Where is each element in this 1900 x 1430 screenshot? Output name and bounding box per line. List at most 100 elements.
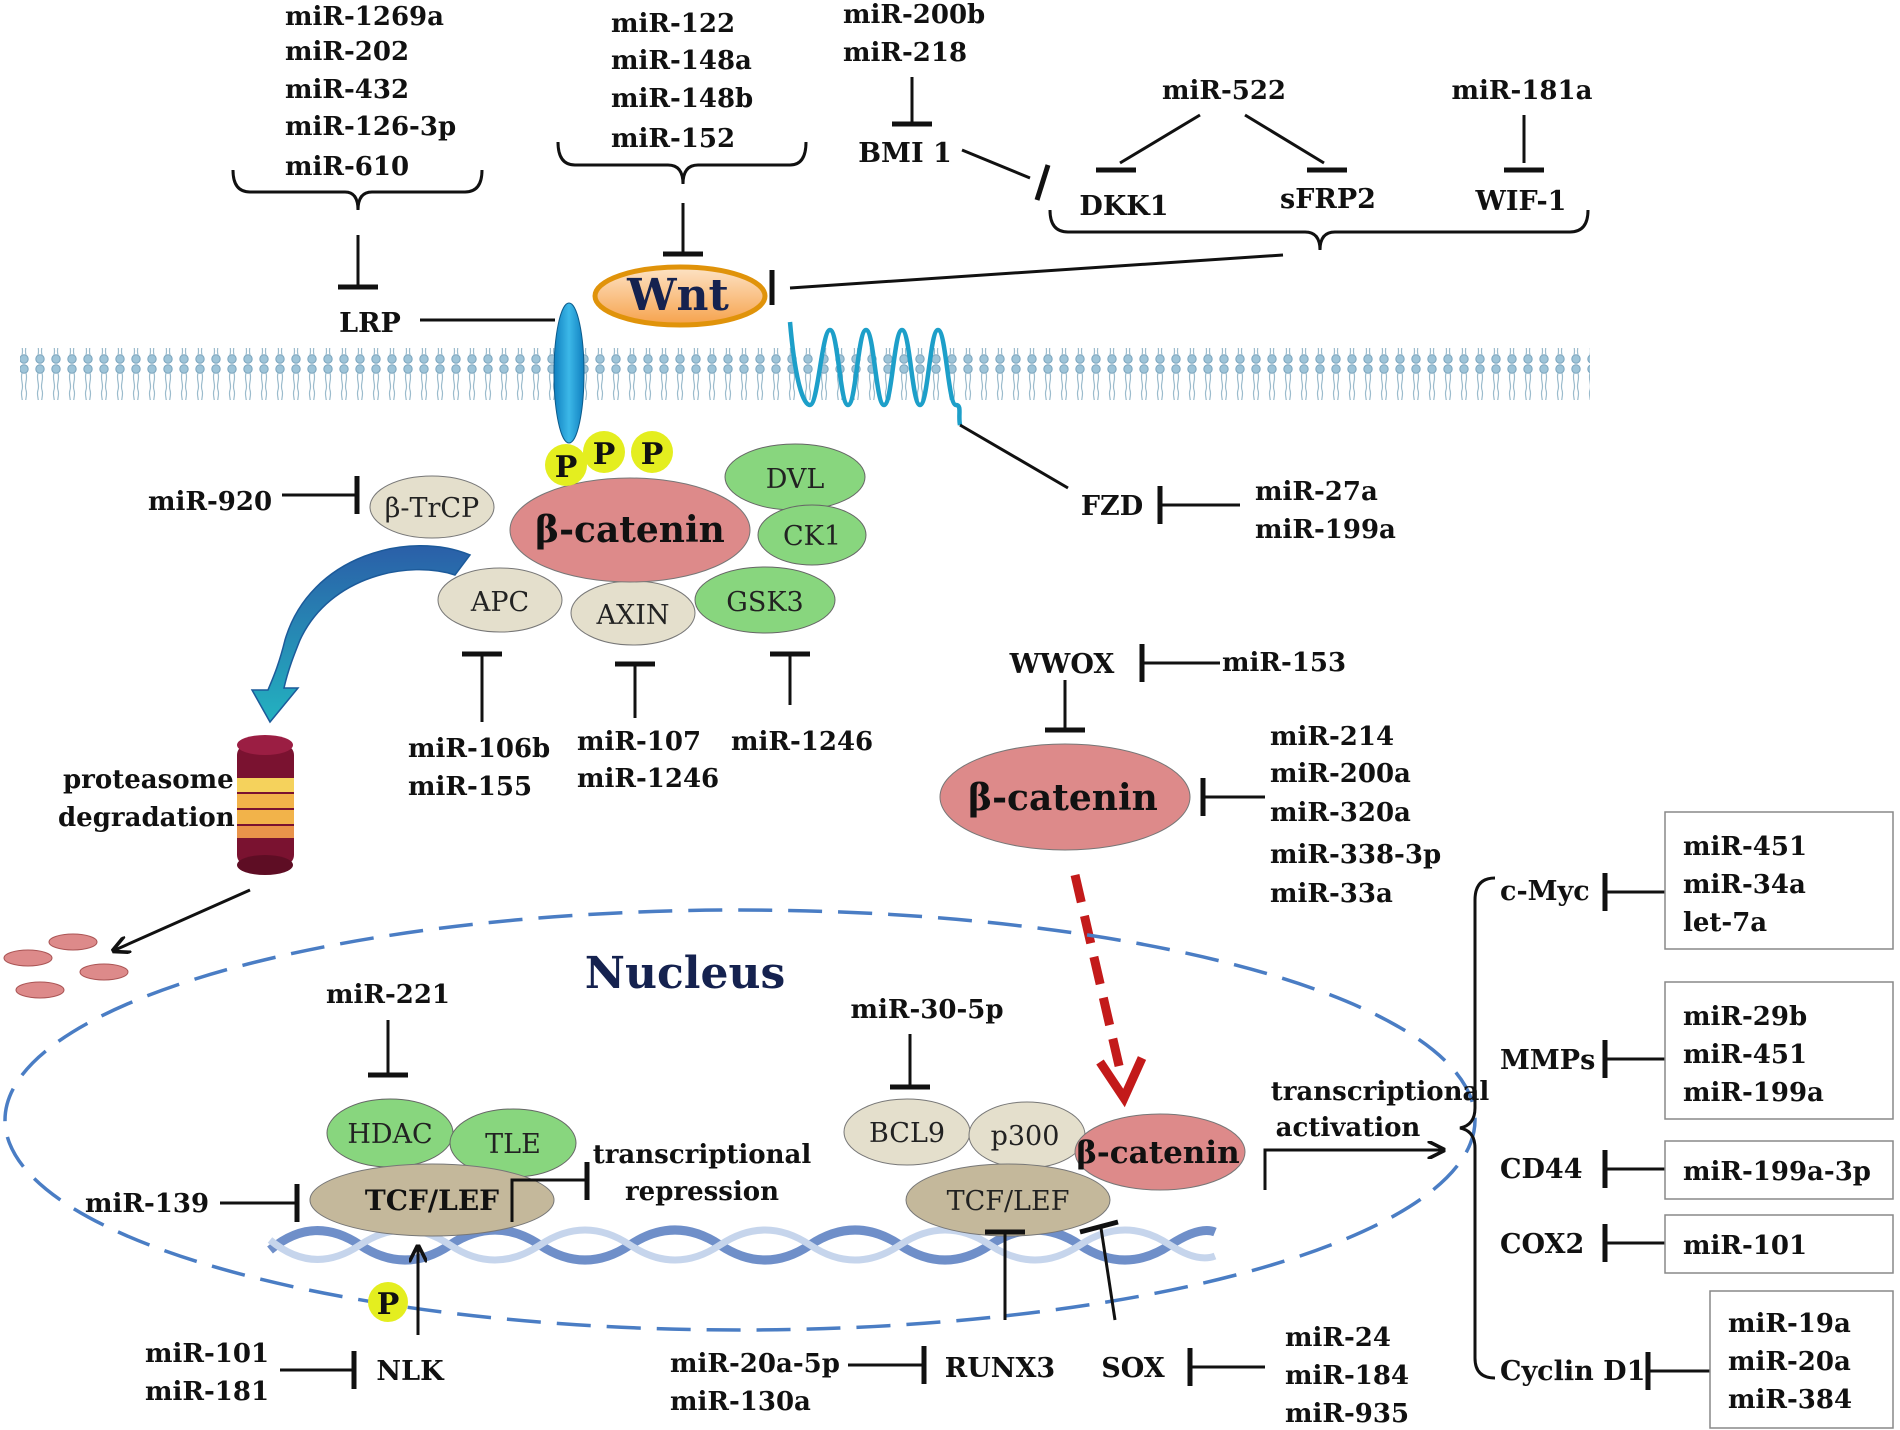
target-c-myc: c-Myc miR-451 miR-34a let-7a [1500,811,1894,950]
mir-trcp: miR-920 [148,487,272,517]
svg-text:P: P [555,450,578,485]
proteasome-label-2: degradation [58,803,235,833]
mir-dkk-sfrp: miR-522 [1162,76,1286,106]
svg-text:miR-384: miR-384 [1728,1385,1852,1415]
mir-wnt-3: miR-148b [611,84,753,114]
sox-label: SOX [1101,1353,1165,1384]
mir-apc-2: miR-155 [408,772,532,802]
svg-text:Cyclin D1: Cyclin D1 [1500,1356,1645,1387]
fragment-3 [79,963,129,981]
cell-membrane [20,348,1590,400]
wwox-label: WWOX [1009,649,1115,680]
wnt-bracket [556,141,808,185]
mir-bcat-5: miR-33a [1270,879,1393,909]
svg-text:BCL9: BCL9 [869,1118,945,1149]
mir-bcat-4: miR-338-3p [1270,840,1441,870]
mir-tcf-left: miR-139 [85,1189,209,1219]
repression-arrow [510,1178,585,1222]
mir-hdac: miR-221 [326,980,450,1010]
sfrp2-label: sFRP2 [1280,184,1376,215]
mir-wnt-2: miR-148a [611,46,752,76]
svg-text:miR-199a: miR-199a [1683,1078,1824,1108]
mir-bcl9: miR-30-5p [850,995,1003,1025]
mir-lrp-5: miR-610 [285,152,409,182]
activation-label-1: transcriptional [1271,1077,1490,1107]
inhibitor-bracket [1048,209,1590,251]
svg-text:β-catenin: β-catenin [1076,1135,1239,1171]
tcf-lef-right [905,1163,1111,1237]
svg-text:let-7a: let-7a [1683,908,1767,938]
bmi1-label: BMI 1 [858,138,952,169]
beta-catenin-complex [509,477,751,583]
svg-text:CK1: CK1 [783,521,841,552]
beta-catenin-cytoplasm [939,743,1191,851]
svg-text:miR-199a-3p: miR-199a-3p [1683,1157,1871,1187]
wnt-ligand [592,264,768,328]
ck1-protein [757,504,867,566]
mir-lrp-4: miR-126-3p [285,112,456,142]
mir-bcat-3: miR-320a [1270,798,1411,828]
svg-text:miR-34a: miR-34a [1683,870,1806,900]
phosphate-1 [545,444,587,486]
fragment-1 [3,949,53,967]
svg-text:β-catenin: β-catenin [968,777,1158,819]
svg-text:β-catenin: β-catenin [535,509,725,551]
wif1-label: WIF-1 [1475,186,1567,217]
mir-runx3-2: miR-130a [670,1387,811,1417]
svg-text:APC: APC [470,587,529,618]
mir-wwox: miR-153 [1222,648,1346,678]
svg-text:P: P [641,437,664,472]
mir-bmi1-2: miR-218 [843,38,967,68]
fzd-receptor [787,321,963,426]
mir-sox-2: miR-184 [1285,1361,1409,1391]
mir-bmi1-1: miR-200b [843,0,985,30]
target-bracket [1459,876,1496,1380]
svg-text:TCF/LEF: TCF/LEF [365,1184,499,1217]
nucleus-boundary [3,908,1477,1332]
svg-text:TLE: TLE [485,1129,541,1160]
mir-apc-1: miR-106b [408,734,550,764]
mir-lrp-2: miR-202 [285,37,409,67]
proteasome-icon [237,735,294,875]
svg-text:miR-29b: miR-29b [1683,1002,1807,1032]
repression-label-2: repression [625,1177,779,1207]
fzd-label: FZD [1081,491,1143,522]
apc-protein [437,567,563,633]
fragment-2 [48,933,98,951]
mir-wnt-1: miR-122 [611,9,735,39]
svg-text:miR-101: miR-101 [1683,1231,1807,1261]
svg-text:CD44: CD44 [1500,1154,1582,1185]
lrp-receptor [553,302,585,444]
phosphate-3 [631,431,673,473]
wnt-label: Wnt [626,270,729,321]
phosphate-nlk [368,1282,408,1322]
tcf-lef-left [309,1163,555,1237]
svg-text:TCF/LEF: TCF/LEF [947,1186,1070,1217]
target-cd44: CD44 miR-199a-3p [1500,1140,1894,1200]
target-cyclin-d1: Cyclin D1 miR-19a miR-20a miR-384 [1500,1290,1894,1429]
mir-runx3-1: miR-20a-5p [670,1349,840,1379]
mir-bcat-1: miR-214 [1270,722,1394,752]
mir-nlk-1: miR-101 [145,1339,269,1369]
mir-wif: miR-181a [1452,76,1593,106]
mir-wnt-4: miR-152 [611,124,735,154]
beta-catenin-nucleus [1074,1113,1246,1191]
mir-lrp-3: miR-432 [285,75,409,105]
mir-sox-1: miR-24 [1285,1323,1391,1353]
runx3-label: RUNX3 [945,1353,1055,1384]
nuclear-translocation-arrow [1070,873,1125,1072]
mir-nlk-2: miR-181 [145,1377,269,1407]
svg-text:AXIN: AXIN [595,600,669,631]
proteasome-label-1: proteasome [63,765,234,795]
svg-text:miR-20a: miR-20a [1728,1347,1851,1377]
phosphate-2 [583,431,625,473]
degradation-arrow [250,545,472,724]
mir-sox-3: miR-935 [1285,1399,1409,1429]
svg-text:miR-451: miR-451 [1683,1040,1807,1070]
fzd-connector [959,423,1069,490]
btrcp-protein [369,475,495,539]
svg-text:MMPs: MMPs [1500,1045,1595,1076]
mir-axin-2: miR-1246 [577,764,719,794]
mir-fzd-1: miR-27a [1255,477,1378,507]
